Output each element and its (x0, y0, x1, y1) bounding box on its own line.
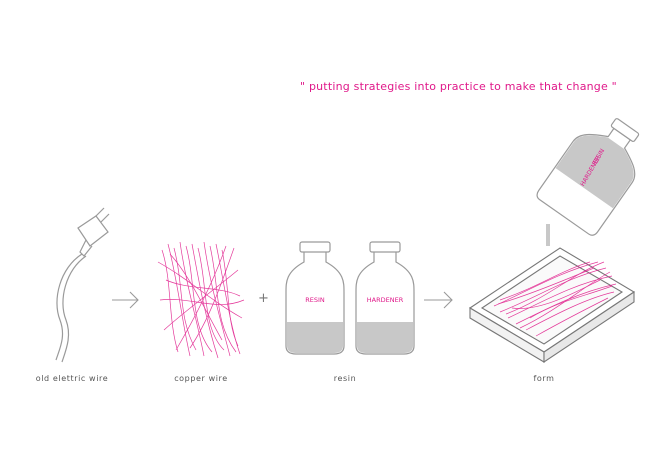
caption-copper-wire: copper wire (174, 374, 228, 383)
plug-icon (55, 207, 110, 363)
caption-old-wire: old elettric wire (35, 374, 109, 383)
hardener-bottle-label: HARDENER (367, 296, 404, 304)
pouring-bottle (536, 118, 640, 236)
quote-text: " putting strategies into practice to ma… (300, 80, 617, 93)
plus-sign: + (258, 291, 269, 306)
arrow-icon-2 (424, 291, 453, 309)
form-tray (468, 247, 636, 364)
arrow-icon-1 (112, 291, 139, 309)
tray-wire-fill (493, 261, 617, 337)
resin-bottle (285, 241, 345, 355)
resin-bottle-label: RESIN (305, 296, 325, 304)
copper-wire-bundle (157, 241, 245, 359)
caption-form: form (533, 374, 555, 383)
caption-resin: resin (333, 374, 357, 383)
hardener-bottle (355, 241, 415, 355)
